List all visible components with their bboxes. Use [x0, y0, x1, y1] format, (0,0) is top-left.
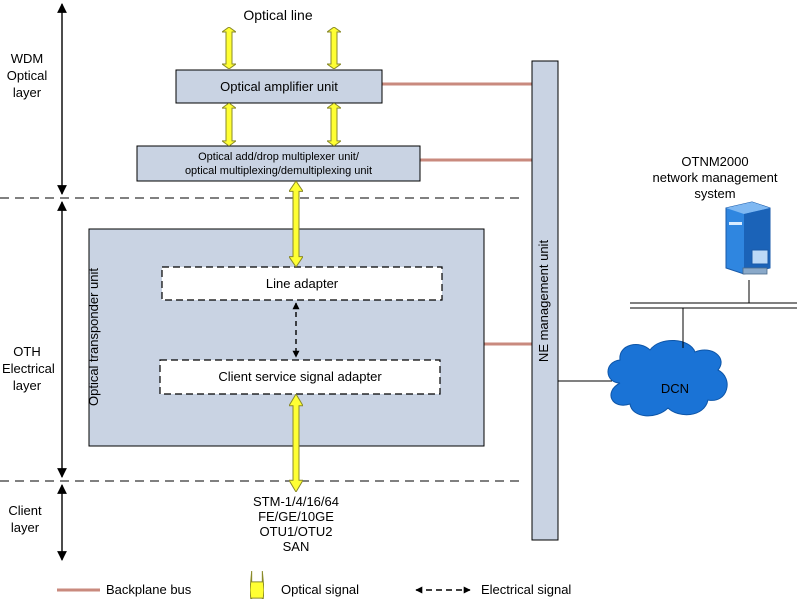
optical-arrow-amp-oadm-left	[222, 103, 236, 146]
oadm-unit-label-line2: optical multiplexing/demultiplexing unit	[184, 165, 373, 177]
oadm-unit-label: Optical add/drop multiplexer unit/ optic…	[137, 150, 420, 178]
line-adapter-label: Line adapter	[265, 276, 339, 291]
legend-backplane-label: Backplane bus	[106, 582, 192, 597]
optical-transponder-unit-box	[88, 228, 485, 447]
client-layer-label-line2: layer	[10, 520, 40, 535]
legend-optical-label: Optical signal	[281, 582, 360, 597]
client-signal-otu: OTU1/OTU2	[259, 524, 333, 539]
wdm-layer-label: WDM Optical layer	[2, 50, 52, 101]
client-signal-san: SAN	[282, 539, 310, 554]
dcn-label: DCN	[660, 381, 690, 396]
client-adapter-box	[159, 359, 441, 395]
ne-management-unit-box	[531, 60, 559, 541]
legend-optical-swatch	[250, 571, 264, 599]
wdm-layer-label-line2: Optical	[6, 68, 48, 83]
client-layer-label: Client layer	[0, 502, 50, 536]
optical-amplifier-unit-box	[175, 69, 383, 104]
oth-layer-label-line1: OTH	[13, 344, 41, 359]
oth-layer-label-line3: layer	[12, 378, 42, 393]
client-signal-ethernet: FE/GE/10GE	[258, 509, 334, 524]
computer-server-icon	[725, 201, 771, 275]
optical-transponder-unit-label: Optical transponder unit	[86, 267, 101, 407]
oadm-unit-label-line1: Optical add/drop multiplexer unit/	[198, 151, 359, 163]
client-signal-stm: STM-1/4/16/64	[253, 494, 339, 509]
ne-management-unit-label: NE management unit	[536, 239, 551, 363]
oadm-unit-box	[136, 145, 421, 182]
otnm-label: OTNM2000 network management system	[634, 154, 796, 202]
wdm-layer-label-line3: layer	[12, 85, 42, 100]
otnm-label-line2: network management	[652, 170, 778, 185]
client-layer-label-line1: Client	[8, 503, 42, 518]
optical-arrow-amp-oadm-right	[327, 103, 341, 146]
dcn-cloud-icon	[607, 340, 728, 417]
otnm-label-line1: OTNM2000	[681, 154, 749, 169]
optical-amplifier-unit-label: Optical amplifier unit	[220, 79, 338, 94]
optical-line-label: Optical line	[243, 7, 313, 23]
line-adapter-box	[161, 266, 443, 301]
client-adapter-label: Client service signal adapter	[218, 369, 382, 384]
legend-electrical-label: Electrical signal	[481, 582, 572, 597]
wdm-layer-label-line1: WDM	[10, 51, 44, 66]
client-signals-list: STM-1/4/16/64 FE/GE/10GE OTU1/OTU2 SAN	[246, 494, 346, 554]
otnm-label-line3: system	[694, 186, 736, 201]
oth-layer-label: OTH Electrical layer	[2, 343, 55, 394]
optical-arrow-line-right	[327, 27, 341, 69]
oth-layer-label-line2: Electrical	[2, 361, 55, 376]
optical-arrow-line-left	[222, 27, 236, 69]
